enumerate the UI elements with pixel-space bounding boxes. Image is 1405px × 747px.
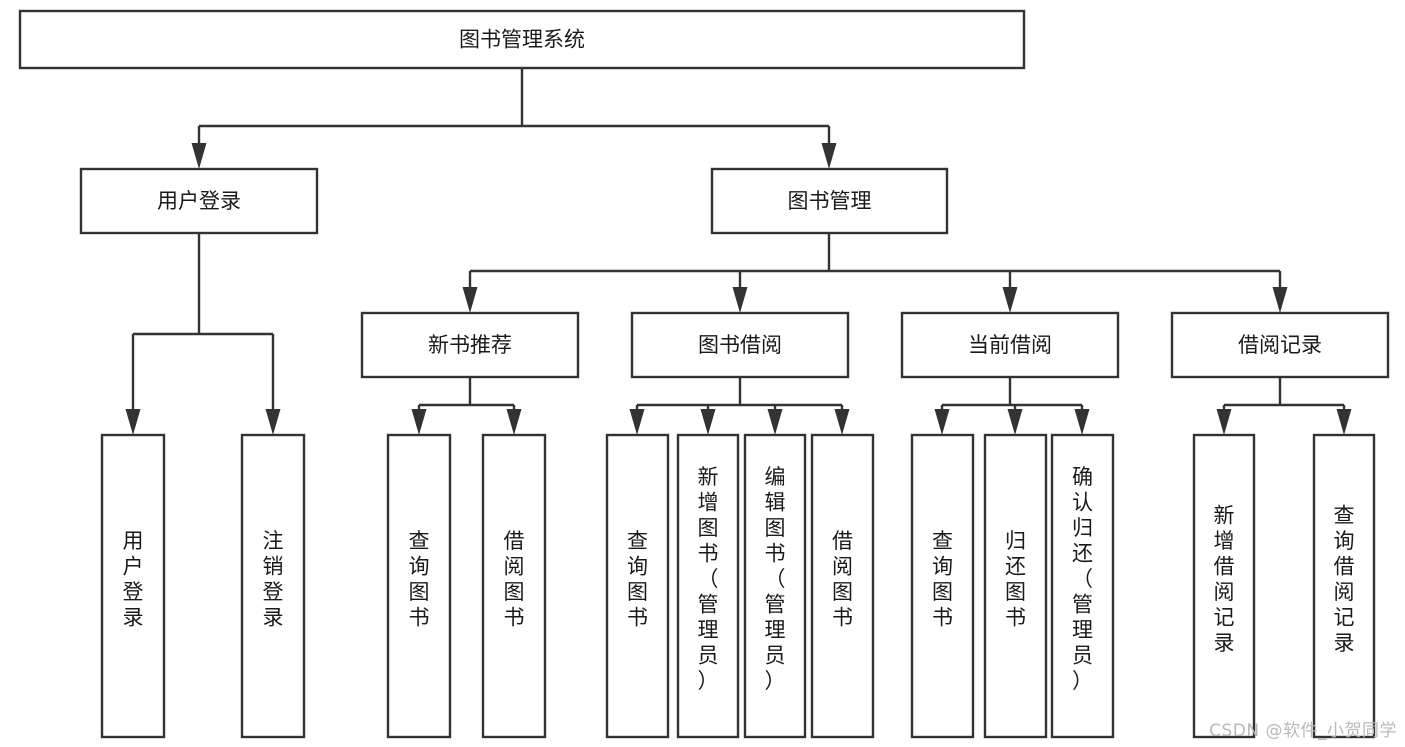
arrow-head-icon xyxy=(191,143,207,169)
arrow-head-icon xyxy=(767,409,783,435)
node-label: 编辑图书（管理员） xyxy=(765,465,786,693)
node-leaf-return-book[interactable]: 归还图书 xyxy=(983,433,1048,739)
connector-layer xyxy=(125,68,1352,435)
node-leaf-borrow-book-recommend[interactable]: 借阅图书 xyxy=(481,433,547,739)
node-label: 用户登录 xyxy=(123,529,144,630)
arrow-head-icon xyxy=(1007,409,1023,435)
node-box[interactable] xyxy=(79,167,319,235)
node-box[interactable] xyxy=(1312,433,1376,739)
node-box[interactable] xyxy=(360,311,580,379)
node-leaf-add-borrow-record[interactable]: 新增借阅记录 xyxy=(1192,433,1256,739)
node-label: 图书管理 xyxy=(788,189,872,213)
node-label: 查询图书 xyxy=(409,529,430,630)
arrow-head-icon xyxy=(934,409,950,435)
node-box[interactable] xyxy=(910,433,975,739)
arrow-head-icon xyxy=(1336,409,1352,435)
node-box[interactable] xyxy=(1192,433,1256,739)
node-label: 新书推荐 xyxy=(428,333,512,357)
node-label: 新增借阅记录 xyxy=(1214,503,1235,655)
connector-user-login-to-leaves xyxy=(125,233,281,435)
node-label: 确认归还（管理员） xyxy=(1072,465,1093,693)
node-label: 借阅记录 xyxy=(1238,333,1322,357)
node-box[interactable] xyxy=(676,433,740,739)
node-root-图书管理系统[interactable]: 图书管理系统 xyxy=(18,9,1026,70)
node-box[interactable] xyxy=(18,9,1026,70)
node-label: 查询图书 xyxy=(932,529,953,630)
node-leaf-borrow-book[interactable]: 借阅图书 xyxy=(810,433,875,739)
node-box[interactable] xyxy=(900,311,1120,379)
node-leaf-query-book-borrow[interactable]: 查询图书 xyxy=(605,433,670,739)
arrow-head-icon xyxy=(732,287,748,313)
node-label: 图书借阅 xyxy=(698,333,782,357)
node-label: 注销登录 xyxy=(263,529,284,630)
node-book-borrow[interactable]: 图书借阅 xyxy=(630,311,850,379)
arrow-head-icon xyxy=(125,409,141,435)
node-box[interactable] xyxy=(1050,433,1115,739)
node-label: 用户登录 xyxy=(157,189,241,213)
node-label: 图书管理系统 xyxy=(459,28,585,52)
node-box[interactable] xyxy=(100,433,166,739)
node-label: 新增图书（管理员） xyxy=(698,465,719,693)
node-leaf-add-book-admin[interactable]: 新增图书（管理员） xyxy=(676,433,740,739)
node-label: 当前借阅 xyxy=(968,333,1052,357)
node-leaf-confirm-return-admin[interactable]: 确认归还（管理员） xyxy=(1050,433,1115,739)
node-label: 查询借阅记录 xyxy=(1334,503,1355,655)
node-label: 查询图书 xyxy=(627,529,648,630)
node-box[interactable] xyxy=(983,433,1048,739)
node-leaf-query-borrow-record[interactable]: 查询借阅记录 xyxy=(1312,433,1376,739)
node-label: 归还图书 xyxy=(1005,529,1026,630)
node-box[interactable] xyxy=(743,433,807,739)
node-user-login[interactable]: 用户登录 xyxy=(79,167,319,235)
connector-root-to-level2 xyxy=(191,68,837,169)
node-leaf-logout-login[interactable]: 注销登录 xyxy=(240,433,306,739)
arrow-head-icon xyxy=(506,409,522,435)
arrow-head-icon xyxy=(411,409,427,435)
arrow-head-icon xyxy=(821,143,837,169)
arrow-head-icon xyxy=(462,287,478,313)
arrow-head-icon xyxy=(1002,287,1018,313)
node-leaf-edit-book-admin[interactable]: 编辑图书（管理员） xyxy=(743,433,807,739)
node-label: 借阅图书 xyxy=(504,529,525,630)
node-leaf-query-book-current[interactable]: 查询图书 xyxy=(910,433,975,739)
node-layer: 图书管理系统用户登录图书管理新书推荐图书借阅当前借阅借阅记录用户登录注销登录查询… xyxy=(18,9,1390,739)
node-borrow-record[interactable]: 借阅记录 xyxy=(1170,311,1390,379)
arrow-head-icon xyxy=(265,409,281,435)
node-box[interactable] xyxy=(810,433,875,739)
node-box[interactable] xyxy=(1170,311,1390,379)
node-box[interactable] xyxy=(630,311,850,379)
node-new-book-recommend[interactable]: 新书推荐 xyxy=(360,311,580,379)
node-label: 借阅图书 xyxy=(832,529,853,630)
arrow-head-icon xyxy=(1074,409,1090,435)
connector-current-borrow-to-leaves xyxy=(934,377,1090,435)
arrow-head-icon xyxy=(1272,287,1288,313)
node-box[interactable] xyxy=(710,167,949,235)
arrow-head-icon xyxy=(1216,409,1232,435)
connector-book-borrow-to-leaves xyxy=(629,377,850,435)
arrow-head-icon xyxy=(834,409,850,435)
node-leaf-query-book-recommend[interactable]: 查询图书 xyxy=(386,433,452,739)
arrow-head-icon xyxy=(700,409,716,435)
node-box[interactable] xyxy=(240,433,306,739)
node-box[interactable] xyxy=(481,433,547,739)
node-leaf-user-login[interactable]: 用户登录 xyxy=(100,433,166,739)
connector-new-book-recommend-to-leaves xyxy=(411,377,522,435)
arrow-head-icon xyxy=(629,409,645,435)
node-box[interactable] xyxy=(386,433,452,739)
connector-book-management-to-level3 xyxy=(462,233,1288,313)
node-current-borrow[interactable]: 当前借阅 xyxy=(900,311,1120,379)
connector-borrow-record-to-leaves xyxy=(1216,377,1352,435)
node-box[interactable] xyxy=(605,433,670,739)
node-book-management[interactable]: 图书管理 xyxy=(710,167,949,235)
